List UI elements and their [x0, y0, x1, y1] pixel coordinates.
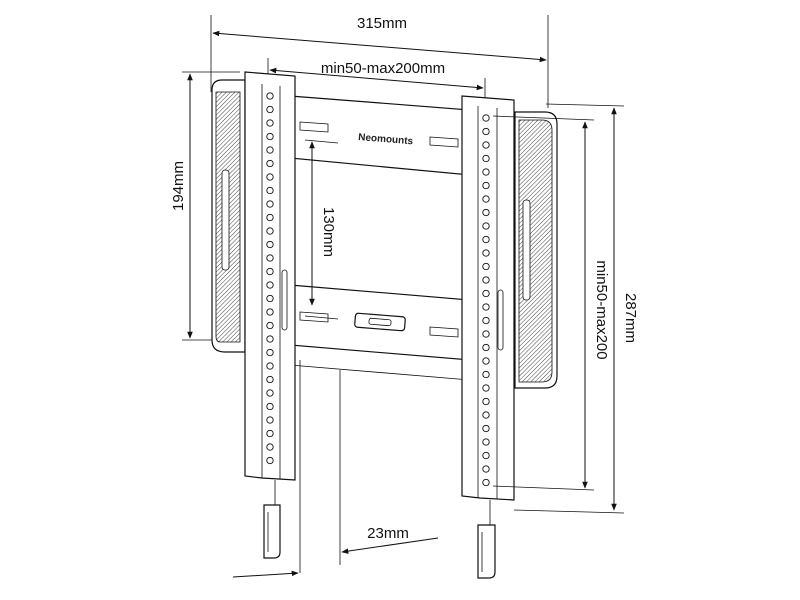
left-tv-bracket	[211, 79, 246, 353]
mounting-hole	[482, 424, 490, 433]
mounting-hole	[482, 451, 490, 460]
mounting-hole	[266, 362, 274, 370]
vertical-center-label: 130mm	[320, 207, 337, 257]
mounting-hole	[266, 402, 274, 411]
mounting-hole	[482, 262, 490, 271]
mounting-hole	[482, 195, 490, 203]
mounting-hole	[482, 141, 490, 149]
mounting-hole	[482, 370, 490, 379]
left-vertical-strip	[244, 71, 296, 481]
left-safety-lock	[263, 480, 281, 559]
mounting-hole	[266, 348, 274, 357]
mounting-hole	[266, 456, 274, 465]
dim-overall-height-right: 287mm	[513, 103, 639, 514]
overall-height-left-label: 194mm	[170, 161, 187, 211]
vesa-vertical-label: min50-max200	[593, 260, 610, 359]
overall-height-right-label: 287mm	[622, 293, 639, 343]
vesa-horizontal-label: min50-max200mm	[321, 60, 445, 77]
mounting-hole	[266, 159, 274, 168]
right-strip-holes	[482, 114, 504, 487]
mounting-hole	[482, 316, 490, 325]
keyhole-slot	[281, 269, 288, 331]
mounting-hole	[482, 465, 490, 473]
right-safety-lock	[477, 500, 496, 579]
dim-vesa-horizontal: min50-max200mm	[267, 58, 486, 102]
mounting-hole	[482, 438, 490, 446]
wall-plate: Neomounts	[289, 95, 471, 381]
center-lock-slot	[354, 312, 406, 332]
mounting-hole	[266, 105, 274, 114]
mounting-hole	[266, 186, 274, 195]
mounting-hole	[266, 92, 274, 100]
mounting-hole	[482, 276, 490, 284]
mounting-hole	[266, 173, 274, 181]
mounting-hole	[482, 114, 490, 122]
mounting-hole	[482, 127, 490, 136]
mounting-hole	[482, 411, 490, 419]
mounting-hole	[266, 335, 274, 343]
mounting-hole	[266, 321, 274, 330]
mounting-hole	[482, 357, 490, 365]
dim-overall-height-left: 194mm	[170, 71, 240, 341]
mounting-hole	[482, 289, 490, 298]
wall-distance-label: 23mm	[367, 525, 409, 542]
mounting-hole	[482, 478, 490, 487]
mounting-hole	[266, 146, 274, 154]
keyhole-slot	[497, 289, 504, 351]
mounting-hole	[482, 343, 490, 352]
mounting-hole	[266, 281, 274, 289]
mounting-hole	[482, 235, 490, 244]
right-vertical-strip	[461, 95, 515, 501]
mounting-hole	[482, 303, 490, 311]
mounting-hole	[482, 397, 490, 406]
mounting-hole	[482, 154, 490, 163]
dim-vertical-center: 130mm	[304, 139, 339, 320]
mounting-hole	[266, 389, 274, 397]
mounting-hole	[482, 208, 490, 217]
mounting-hole	[266, 254, 274, 262]
mounting-hole	[266, 429, 274, 438]
right-tv-bracket	[514, 111, 558, 389]
mounting-hole	[482, 384, 490, 392]
overall-width-label: 315mm	[357, 15, 407, 32]
mounting-hole	[266, 308, 274, 316]
mounting-hole	[482, 222, 490, 230]
mounting-hole	[482, 168, 490, 176]
mounting-hole	[266, 227, 274, 235]
left-strip-holes	[266, 92, 288, 465]
mounting-hole	[266, 119, 274, 127]
mounting-hole	[266, 294, 274, 303]
mounting-hole	[266, 240, 274, 249]
mounting-hole	[482, 330, 490, 338]
dim-overall-width: 315mm	[210, 15, 549, 108]
mounting-hole	[266, 375, 274, 384]
mounting-hole	[266, 200, 274, 208]
mounting-hole	[482, 181, 490, 190]
mounting-hole	[266, 443, 274, 451]
mounting-hole	[266, 213, 274, 222]
mounting-hole	[266, 416, 274, 424]
brand-logo-text: Neomounts	[358, 132, 414, 147]
mounting-hole	[482, 249, 490, 257]
dim-vesa-vertical: min50-max200	[492, 115, 610, 491]
mounting-hole	[266, 132, 274, 141]
dim-wall-distance: 23mm	[232, 360, 439, 578]
mounting-hole	[266, 267, 274, 276]
